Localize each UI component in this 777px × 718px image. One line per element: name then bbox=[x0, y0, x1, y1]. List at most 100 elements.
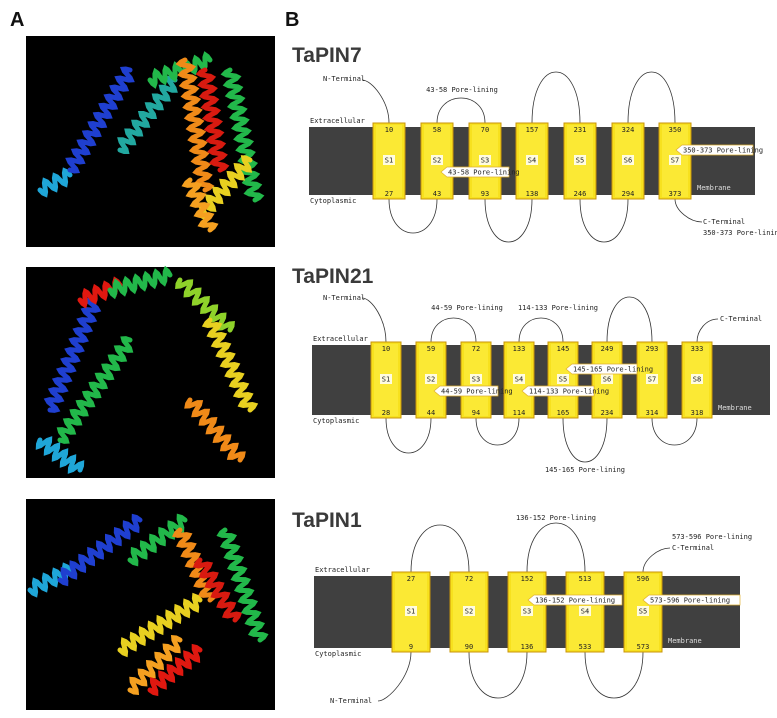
helix-top-residue: 59 bbox=[427, 345, 435, 353]
helix-label-box bbox=[431, 155, 443, 165]
helix-label: S8 bbox=[693, 376, 701, 384]
helix-ribbon bbox=[181, 177, 219, 233]
topology-title: TaPIN1 bbox=[292, 509, 362, 532]
helix-ribbon bbox=[65, 66, 135, 174]
helix-bottom-residue: 373 bbox=[669, 190, 682, 198]
extracellular-label: Extracellular bbox=[313, 335, 368, 343]
helix-label-box bbox=[463, 606, 475, 616]
loop-pore-lining-label: 145-165 Pore-lining bbox=[545, 466, 625, 474]
helix-ribbon bbox=[197, 155, 253, 220]
cytoplasmic-label: Cytoplasmic bbox=[310, 197, 356, 205]
callout-text: 44-59 Pore-lining bbox=[441, 388, 513, 396]
n-terminal-label: N-Terminal bbox=[323, 75, 365, 83]
helix-label: S5 bbox=[576, 157, 584, 165]
pore-lining-callout: 114-133 Pore-lining bbox=[521, 385, 609, 397]
helix-ribbon bbox=[117, 76, 178, 154]
helix-label-box bbox=[557, 374, 569, 384]
membrane-label: Membrane bbox=[697, 184, 731, 192]
loop bbox=[526, 522, 586, 573]
loops bbox=[388, 71, 676, 243]
n-terminal-label: N-Terminal bbox=[330, 697, 372, 705]
helix-bottom-residue: 44 bbox=[427, 409, 435, 417]
helix-bottom-residue: 114 bbox=[513, 409, 526, 417]
helix-top-residue: 324 bbox=[622, 126, 635, 134]
helix-label-box bbox=[691, 374, 703, 384]
helix-top-residue: 333 bbox=[691, 345, 704, 353]
helix-label-box bbox=[601, 374, 613, 384]
helix-label: S1 bbox=[382, 376, 390, 384]
helix-bottom-residue: 138 bbox=[526, 190, 539, 198]
helix-label-box bbox=[405, 606, 417, 616]
helix-label-box bbox=[622, 155, 634, 165]
loop bbox=[388, 198, 438, 234]
callout-box bbox=[521, 385, 595, 397]
n-terminal-tail bbox=[377, 651, 412, 702]
helix-ribbon bbox=[184, 397, 246, 463]
panel-label-b: B bbox=[285, 9, 299, 31]
helix-label: S5 bbox=[559, 376, 567, 384]
helix-top-residue: 152 bbox=[521, 575, 534, 583]
helix-bottom-residue: 94 bbox=[472, 409, 480, 417]
helix-ribbon bbox=[201, 317, 259, 413]
helix-label-box bbox=[425, 374, 437, 384]
tapin21-structure bbox=[26, 265, 275, 478]
helix-top-residue: 145 bbox=[557, 345, 570, 353]
topology-title: TaPIN21 bbox=[292, 265, 374, 288]
panel-a-structures bbox=[26, 36, 275, 710]
helix-label: S5 bbox=[639, 608, 647, 616]
extracellular-label: Extracellular bbox=[315, 566, 370, 574]
helix-label-box bbox=[526, 155, 538, 165]
callout-text: 145-165 Pore-lining bbox=[573, 366, 653, 374]
callout-box bbox=[642, 594, 741, 606]
c-terminal-tail bbox=[674, 198, 703, 223]
loop bbox=[562, 417, 608, 463]
helix-label: S3 bbox=[472, 376, 480, 384]
n-terminal-tail bbox=[361, 79, 390, 124]
helix-top-residue: 133 bbox=[513, 345, 526, 353]
helix-label: S7 bbox=[671, 157, 679, 165]
helix-ribbon bbox=[35, 436, 85, 474]
pore-lining-callout: 44-59 Pore-lining bbox=[433, 385, 513, 397]
helix-label-box bbox=[513, 374, 525, 384]
helix-ribbon bbox=[175, 277, 235, 333]
membrane-label: Membrane bbox=[718, 404, 752, 412]
c-terminal-label: C-Terminal bbox=[720, 315, 762, 323]
helix-label: S7 bbox=[648, 376, 656, 384]
topology-tapin7: TaPIN7ExtracellularCytoplasmicMembraneN-… bbox=[292, 44, 777, 243]
helix-top-residue: 58 bbox=[433, 126, 441, 134]
helix-label-box bbox=[574, 155, 586, 165]
helix-bottom-residue: 28 bbox=[382, 409, 390, 417]
loop bbox=[518, 317, 564, 343]
tapin7-structure bbox=[26, 36, 275, 247]
helix-ribbon bbox=[127, 513, 188, 567]
helix-label-box bbox=[637, 606, 649, 616]
c-terminal-label: C-Terminal bbox=[703, 218, 745, 226]
helix-ribbon bbox=[147, 643, 203, 697]
membrane-label: Membrane bbox=[668, 637, 702, 645]
helix-bottom-residue: 318 bbox=[691, 409, 704, 417]
helix-ribbon bbox=[56, 336, 134, 444]
helix-top-residue: 513 bbox=[579, 575, 592, 583]
pore-lining-callout: 136-152 Pore-lining bbox=[527, 594, 623, 606]
callout-box bbox=[527, 594, 623, 606]
helix-label-box bbox=[646, 374, 658, 384]
helix-bottom-residue: 93 bbox=[481, 190, 489, 198]
cytoplasmic-label: Cytoplasmic bbox=[315, 650, 361, 658]
topology-tapin21: TaPIN21ExtracellularCytoplasmicMembraneN… bbox=[292, 265, 770, 474]
helix-ribbon bbox=[43, 297, 102, 413]
helix-bottom-residue: 314 bbox=[646, 409, 659, 417]
helix-top-residue: 231 bbox=[574, 126, 587, 134]
c-terminal-tail bbox=[642, 547, 671, 573]
loop bbox=[385, 417, 432, 454]
helix-bottom-residue: 533 bbox=[579, 643, 592, 651]
